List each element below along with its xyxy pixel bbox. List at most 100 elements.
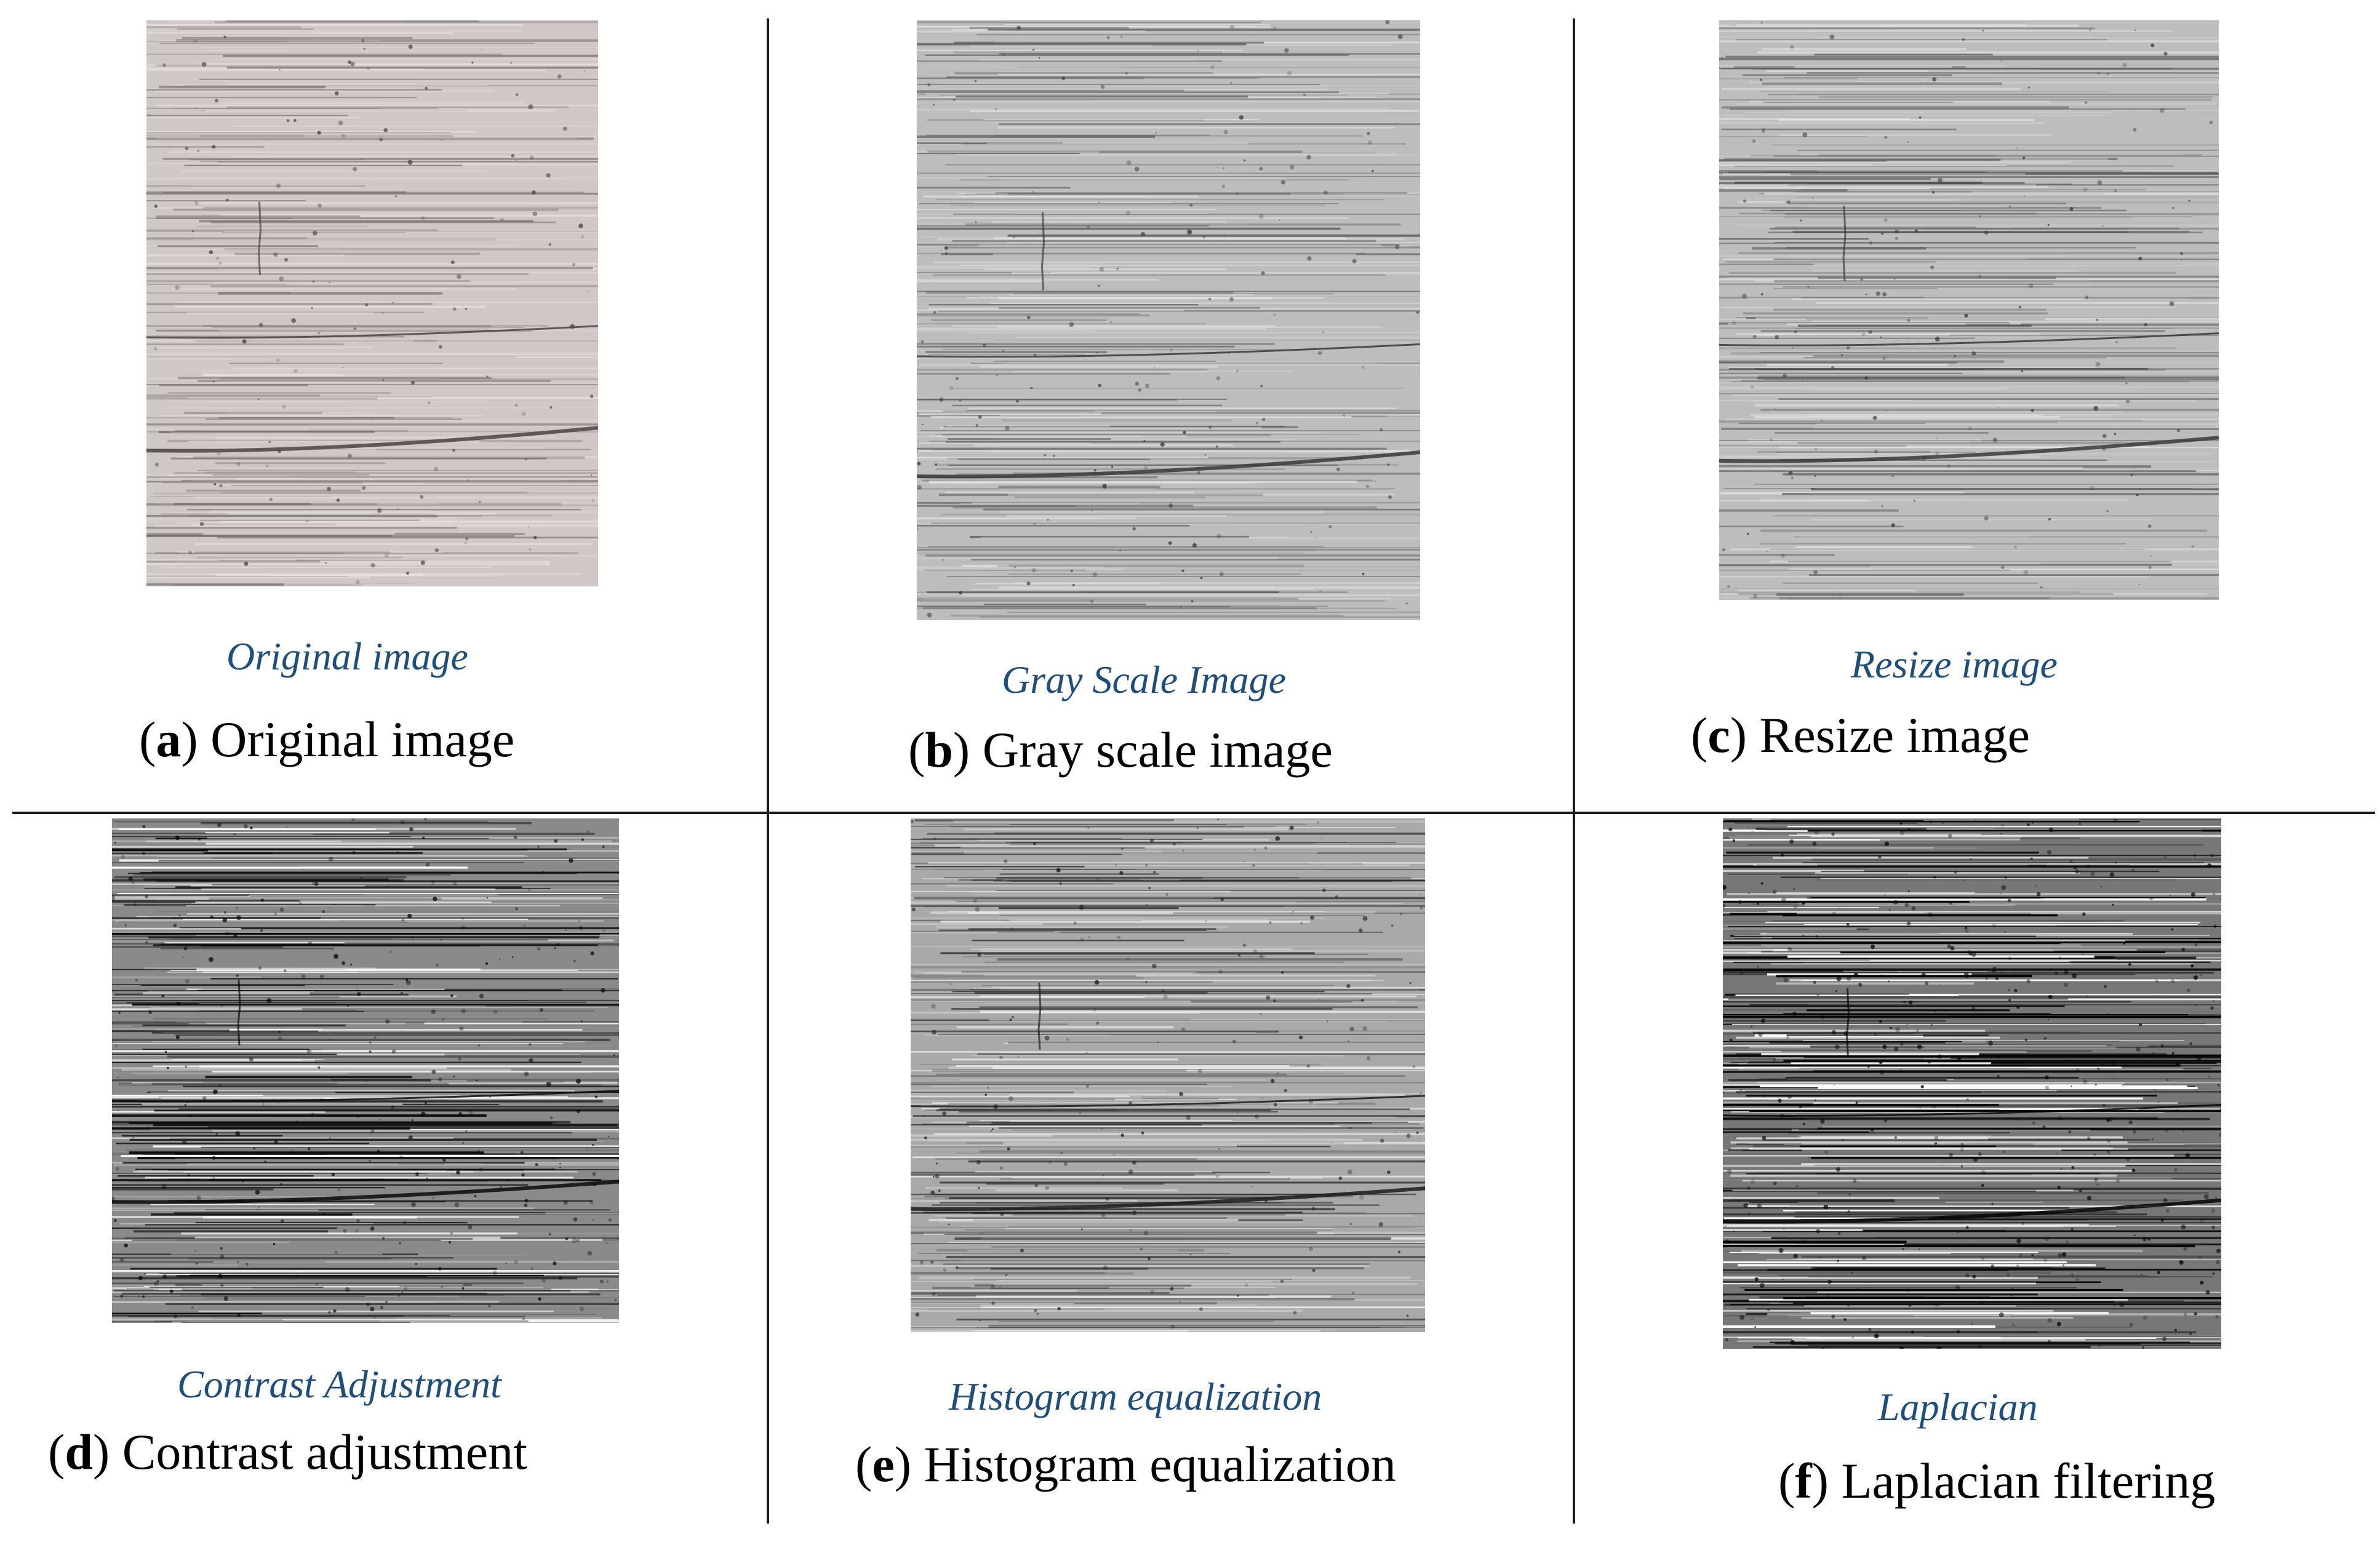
speckle [1848, 1193, 1851, 1196]
speckle [2114, 433, 2117, 436]
speckle [1762, 1135, 1767, 1140]
speckle [341, 961, 346, 965]
grain-streak [1754, 415, 2060, 418]
grain-streak [146, 560, 321, 563]
grain-streak [1007, 611, 1420, 613]
speckle [1222, 167, 1225, 170]
grain-streak [118, 1175, 314, 1177]
grain-streak [956, 95, 1248, 98]
grain-streak [156, 215, 361, 217]
grain-streak [1719, 372, 1963, 374]
speckle [237, 1260, 240, 1263]
grain-streak [146, 273, 529, 275]
grain-streak [1719, 27, 2095, 30]
grain-streak [114, 899, 619, 901]
grain-streak [1723, 1271, 2051, 1274]
grain-streak [1816, 302, 2219, 304]
speckle [1909, 905, 1911, 907]
grain-streak [146, 514, 553, 516]
speckle [2215, 1315, 2219, 1319]
grain-streak [1810, 1312, 2109, 1315]
grain-streak [1723, 1199, 1895, 1202]
speckle [554, 839, 558, 843]
speckle [465, 308, 468, 311]
grain-streak [1799, 903, 2221, 905]
grain-streak [972, 1213, 1425, 1215]
grain-streak [1746, 1173, 2032, 1175]
speckle [1867, 1065, 1870, 1068]
speckle [1069, 322, 1074, 327]
speckle [1893, 900, 1898, 905]
grain-streak [959, 1073, 1344, 1074]
speckle [1781, 853, 1784, 857]
grain-streak [119, 1223, 373, 1224]
speckle [999, 1055, 1003, 1060]
grain-streak [134, 1230, 328, 1232]
grain-streak [1723, 869, 1865, 872]
grain-streak [917, 223, 1248, 225]
speckle [391, 1049, 396, 1053]
speckle [1191, 600, 1194, 603]
grain-streak [1734, 224, 2219, 226]
speckle [1197, 49, 1199, 52]
speckle [220, 1255, 225, 1259]
grain-streak [1788, 1132, 2010, 1134]
grain-streak [158, 860, 619, 861]
grain-streak [911, 1296, 1277, 1298]
grain-streak [994, 1282, 1418, 1285]
speckle [401, 1291, 404, 1294]
speckle [461, 1009, 466, 1014]
speckle [274, 1140, 278, 1144]
grain-streak [210, 1157, 559, 1159]
grain-streak [224, 248, 598, 251]
speckle [2027, 86, 2030, 89]
grain-streak [1723, 959, 1871, 962]
speckle [2160, 1218, 2164, 1222]
speckle [590, 951, 594, 956]
grain-streak [112, 1079, 431, 1082]
grain-streak [201, 374, 598, 376]
grain-streak [911, 1330, 1189, 1332]
speckle [1229, 297, 1234, 302]
grain-streak [180, 927, 619, 929]
grain-streak [146, 30, 523, 31]
grain-streak [1730, 548, 2219, 551]
speckle [1820, 419, 1824, 422]
speckle [474, 1194, 477, 1197]
speckle [1063, 1162, 1068, 1167]
grain-streak [991, 450, 1420, 453]
grain-streak [942, 433, 1271, 436]
grain-streak [911, 1199, 1138, 1202]
grain-streak [917, 280, 1044, 282]
grain-streak [974, 894, 1420, 896]
grain-streak [112, 894, 498, 896]
speckle [1869, 241, 1873, 245]
speckle [1900, 1069, 1902, 1071]
speckle [1991, 1264, 1994, 1268]
grain-streak [201, 988, 619, 989]
speckle [457, 274, 461, 279]
speckle [157, 1280, 159, 1282]
grain-streak [1735, 317, 2219, 318]
groove-line [1719, 436, 2219, 463]
speckle [2209, 121, 2213, 125]
speckle [1300, 922, 1303, 925]
speckle [919, 1260, 924, 1264]
speckle [2082, 1079, 2088, 1084]
grain-streak [927, 150, 1303, 153]
grain-streak [1785, 1077, 2079, 1079]
speckle [581, 235, 585, 239]
grain-streak [146, 394, 321, 397]
grain-streak [145, 1273, 619, 1275]
speckle [2026, 823, 2030, 826]
speckle [541, 1278, 546, 1283]
speckle [922, 423, 924, 426]
speckle [1292, 911, 1294, 913]
grain-streak [112, 883, 619, 885]
speckle [942, 1111, 947, 1116]
grain-streak [1801, 154, 2184, 156]
grain-streak [946, 76, 1420, 78]
grain-streak [202, 325, 549, 327]
speckle [1847, 346, 1850, 350]
speckle [1900, 1042, 1904, 1046]
